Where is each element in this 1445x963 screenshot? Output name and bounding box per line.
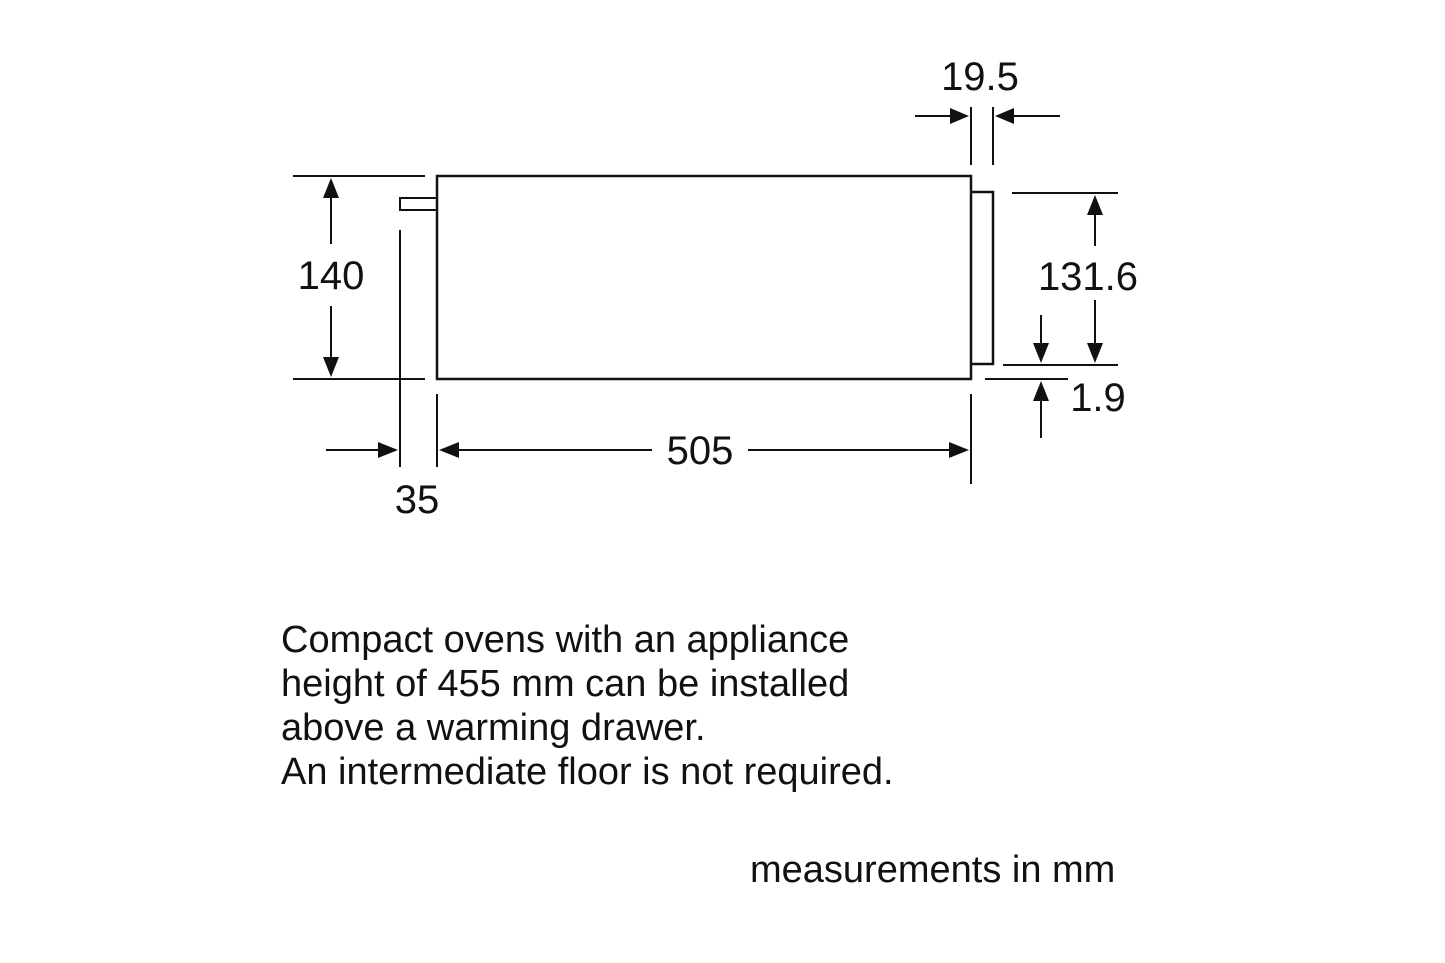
front-panel-stub (399, 197, 438, 211)
dim-140-arrow-down (323, 357, 339, 377)
appliance-body (435, 174, 973, 381)
installation-note: Compact ovens with an appliance height o… (281, 618, 894, 794)
note-line: An intermediate floor is not required. (281, 751, 894, 793)
rear-panel (971, 190, 995, 366)
dim-1-9-arrow-down (1033, 343, 1049, 363)
dim-35-label: 35 (395, 478, 440, 522)
dim-1-9-label: 1.9 (1070, 376, 1126, 420)
dim-505-arrow-left (439, 442, 459, 458)
dim-140-arrow-up (323, 178, 339, 198)
dim-131-6-arrow-down (1087, 343, 1103, 363)
units-label: measurements in mm (750, 849, 1116, 891)
dim-1-9-arrow-up (1033, 381, 1049, 401)
note-line: above a warming drawer. (281, 707, 706, 749)
dim-505-arrow-right (949, 442, 969, 458)
dim-140-label: 140 (298, 254, 365, 298)
dim-19-5-label: 19.5 (941, 55, 1019, 99)
dim-19-5-arrow-left-head (950, 108, 969, 124)
note-line: height of 455 mm can be installed (281, 663, 850, 705)
dim-19-5-arrow-right-head (995, 108, 1014, 124)
dim-35-arrow-right (378, 442, 398, 458)
dim-505-label: 505 (667, 429, 734, 473)
note-line: Compact ovens with an appliance (281, 619, 850, 661)
dim-131-6-arrow-up (1087, 195, 1103, 215)
dim-131-6-label: 131.6 (1038, 255, 1138, 299)
